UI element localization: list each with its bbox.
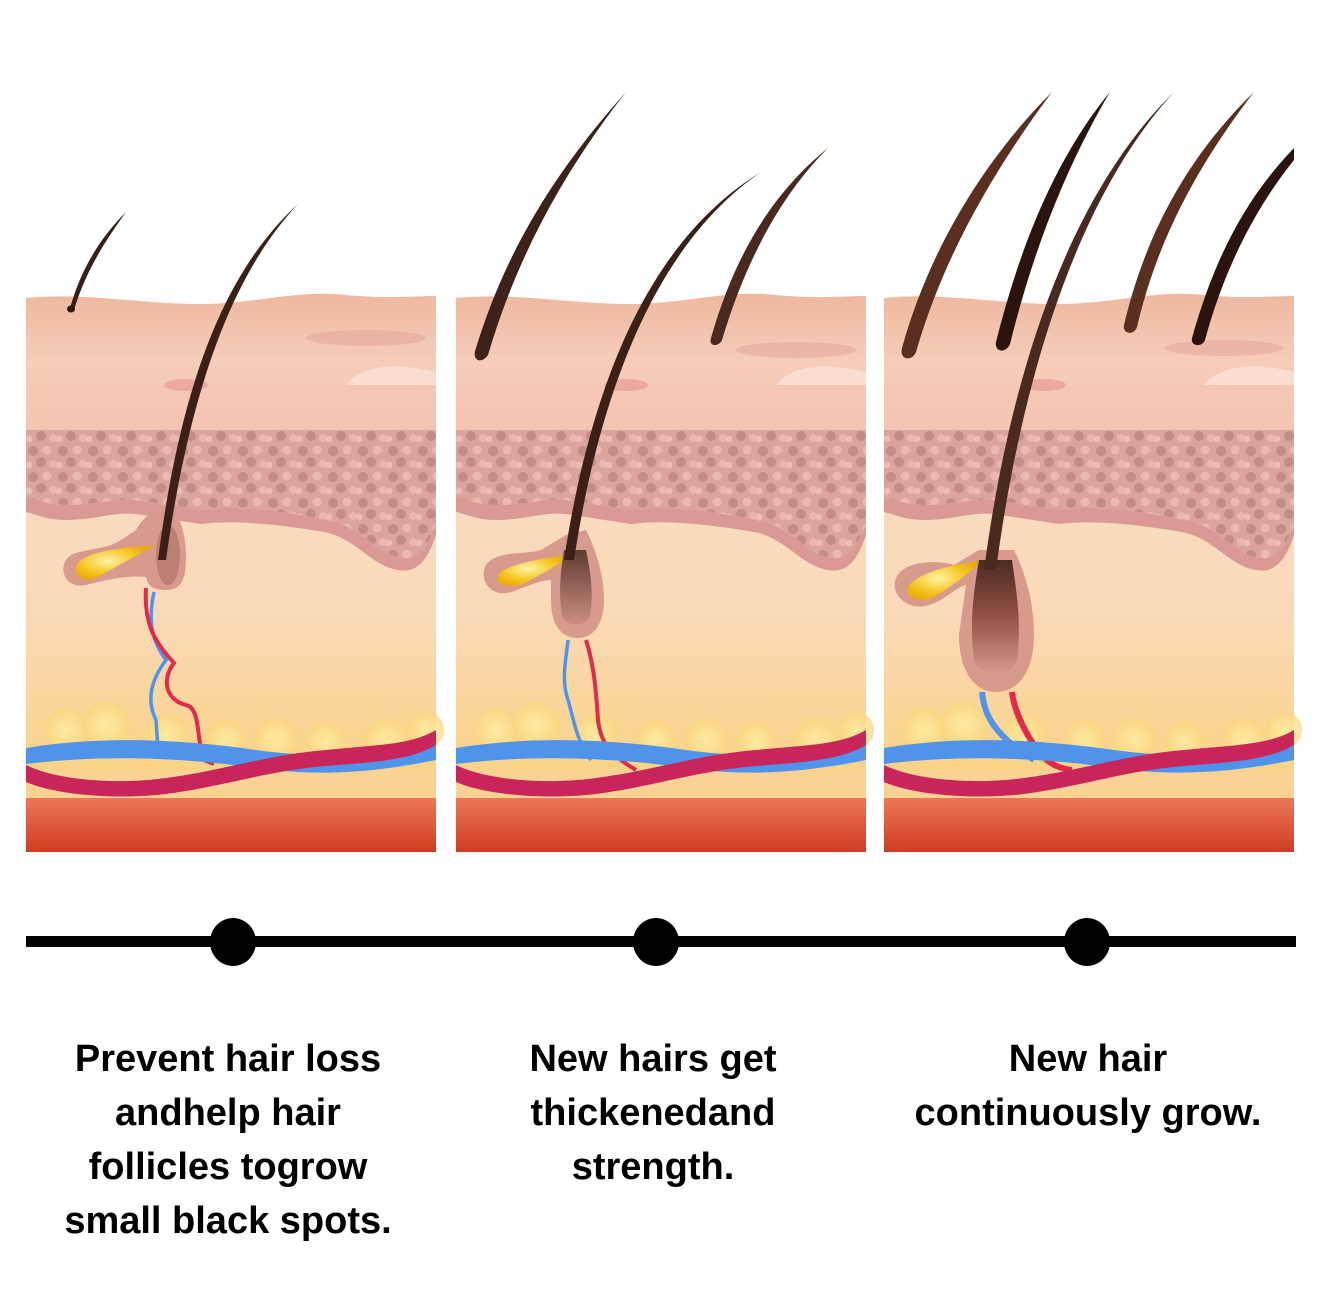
stage-1-caption: Prevent hair loss andhelp hair follicles… <box>64 1038 392 1242</box>
stage-2-caption: New hairs get thickenedand strength. <box>529 1038 777 1188</box>
hair-strand <box>984 92 1174 570</box>
hair-strand <box>474 92 626 361</box>
hair-strand <box>1123 92 1254 333</box>
skin-cross-section-stage-2 <box>456 80 874 855</box>
hair-strand <box>69 212 126 312</box>
hair-strand <box>710 148 828 346</box>
timeline-marker-3 <box>1064 918 1110 966</box>
skin-cross-section-stage-3 <box>884 80 1302 855</box>
timeline-marker-1 <box>210 918 256 966</box>
skin-cross-section-stage-1 <box>26 80 444 855</box>
hair-strand <box>901 92 1052 359</box>
hair-strand <box>1191 148 1294 346</box>
stage-3-caption: New hair continuously grow. <box>914 1038 1262 1134</box>
timeline-marker-2 <box>633 918 679 966</box>
hair-strand <box>995 92 1110 351</box>
